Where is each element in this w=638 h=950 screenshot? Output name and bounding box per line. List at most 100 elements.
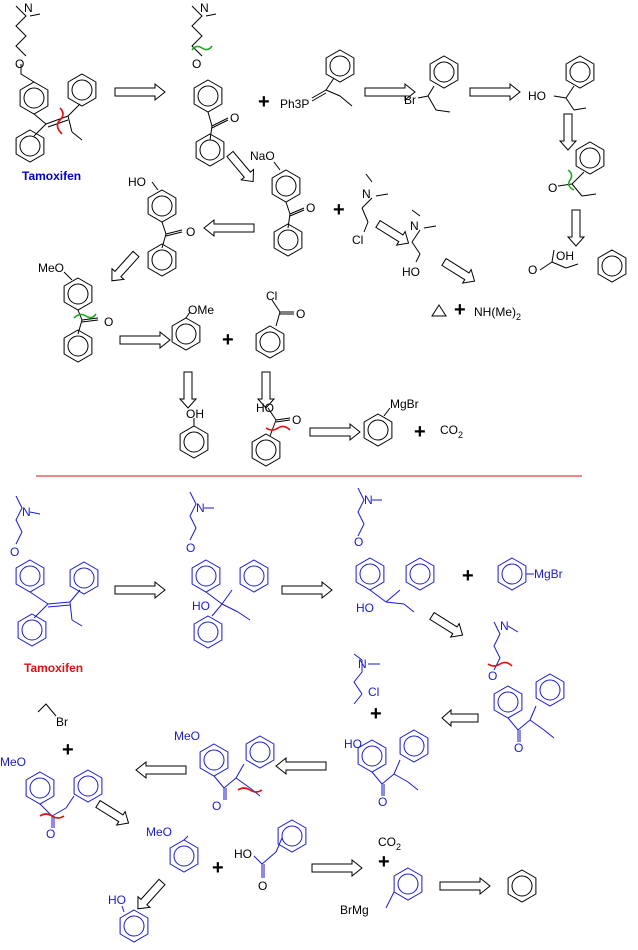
tamoxifen-structure-bottom: N O Tamoxifen bbox=[10, 495, 99, 675]
chloroethyl-dimethylamine-blue: N Cl bbox=[353, 653, 380, 705]
retro-arrow bbox=[559, 113, 577, 151]
mgbr-label: MgBr bbox=[390, 397, 419, 411]
retro-arrow bbox=[281, 581, 333, 599]
carbonyl-oxygen-label: O bbox=[186, 225, 195, 239]
hydroxyl-label: HO bbox=[356, 601, 374, 615]
hydroxybenzophenone: HO O bbox=[128, 175, 195, 277]
carbonyl-oxygen-label: O bbox=[306, 201, 315, 215]
hydroxyl-label: HO bbox=[108, 893, 126, 907]
naO-label: NaO bbox=[250, 149, 275, 163]
brmg-label: BrMg bbox=[340, 903, 369, 917]
nitrogen-label: N bbox=[364, 493, 373, 507]
methoxy-deoxybenzoin: MeO O bbox=[0, 755, 103, 841]
hydroxyl-label: HO bbox=[128, 175, 146, 189]
retro-arrow bbox=[135, 761, 187, 779]
nitrogen-label: N bbox=[22, 505, 31, 519]
retro-arrow bbox=[179, 371, 197, 409]
nitrogen-label: N bbox=[410, 219, 419, 233]
tamoxifen-title-top: Tamoxifen bbox=[22, 169, 81, 183]
retro-arrow bbox=[469, 83, 521, 101]
propiophenone: O bbox=[548, 141, 605, 197]
dimethylamine-label: NH(Me)2 bbox=[474, 305, 521, 322]
carbonyl-oxygen-label: O bbox=[528, 263, 537, 277]
nitrogen-label: N bbox=[358, 657, 367, 671]
methoxybenzophenone: MeO O bbox=[38, 261, 113, 363]
phenylmagnesium-bromide: MgBr bbox=[363, 397, 419, 447]
amino-ether-benzophenone: N O O bbox=[191, 1, 239, 167]
retro-arrow bbox=[119, 331, 171, 349]
retro-arrow bbox=[427, 608, 468, 643]
secondary-alcohol: HO bbox=[528, 55, 595, 111]
benzoic-acid: HO O bbox=[251, 401, 301, 467]
chloroethyl-dimethylamine: N Cl bbox=[352, 173, 389, 247]
retro-arrow bbox=[203, 219, 255, 237]
plus-sign: + bbox=[333, 199, 345, 221]
retro-arrow bbox=[275, 757, 327, 775]
aminoethanol: N HO bbox=[402, 209, 437, 279]
methoxy-label: MeO bbox=[146, 825, 172, 839]
nitrogen-label: N bbox=[24, 1, 33, 15]
plus-sign: + bbox=[212, 857, 224, 879]
ph3p-label: Ph3P bbox=[280, 97, 309, 111]
phenol-blue: HO bbox=[108, 893, 149, 943]
carbonyl-oxygen-label: O bbox=[292, 413, 301, 427]
carbonyl-oxygen-label: O bbox=[548, 181, 557, 195]
secondary-alcohol-blue: N O HO bbox=[354, 487, 435, 615]
anisole: OMe bbox=[171, 303, 214, 351]
plus-sign: + bbox=[222, 329, 234, 351]
bottom-scheme: N O Tamoxifen N O HO bbox=[0, 487, 565, 943]
oxygen-label: O bbox=[15, 57, 24, 71]
phosphorus-ylide: Ph3P bbox=[280, 49, 355, 111]
top-scheme: N O Tamoxifen N O O + bbox=[15, 1, 627, 467]
nitrogen-label: N bbox=[200, 1, 209, 15]
tamoxifen-title-bottom: Tamoxifen bbox=[24, 661, 83, 675]
carbon-dioxide-label: CO2 bbox=[440, 423, 463, 440]
tamoxifen-structure-top: N O Tamoxifen bbox=[15, 1, 97, 183]
mgbr-label: MgBr bbox=[534, 567, 563, 581]
carbonyl-oxygen-label: O bbox=[230, 111, 239, 125]
carbonyl-oxygen-label: O bbox=[258, 879, 267, 893]
plus-sign: + bbox=[378, 851, 390, 873]
bromine-label: Br bbox=[404, 93, 416, 107]
methoxy-label: MeO bbox=[174, 729, 200, 743]
methoxyphenyl-ketone: MeO O bbox=[174, 729, 275, 813]
oxygen-label: O bbox=[488, 669, 497, 683]
ethylene-oxide bbox=[431, 304, 447, 317]
benzene-bottom bbox=[507, 869, 537, 903]
retro-arrow bbox=[439, 877, 491, 895]
retro-arrow bbox=[131, 876, 169, 915]
amino-ether-ketone: N O O bbox=[487, 619, 565, 755]
sodium-phenoxide-benzophenone: NaO O bbox=[250, 149, 315, 257]
carbonyl-oxygen-label: O bbox=[46, 827, 55, 841]
ethyl-bromide: Br bbox=[37, 703, 68, 729]
plus-sign: + bbox=[462, 565, 474, 587]
phenylacetic-acid: HO O bbox=[234, 819, 307, 893]
retro-arrow bbox=[114, 581, 166, 599]
retro-arrow bbox=[309, 423, 361, 441]
anisole-blue: MeO bbox=[146, 825, 199, 873]
benzene bbox=[597, 249, 627, 283]
oxygen-label: O bbox=[10, 545, 19, 559]
plus-sign: + bbox=[62, 739, 74, 761]
hydroxyl-label: HO bbox=[402, 265, 420, 279]
retro-arrow bbox=[373, 216, 414, 251]
oxygen-label: O bbox=[354, 535, 363, 549]
retro-arrow bbox=[311, 859, 363, 877]
chlorine-label: Cl bbox=[266, 289, 277, 303]
plus-sign: + bbox=[258, 91, 270, 113]
retro-arrow bbox=[567, 209, 585, 247]
carbon-dioxide-label: CO2 bbox=[378, 835, 401, 852]
hydroxyphenyl-ketone: HO O bbox=[344, 729, 429, 809]
retro-arrow bbox=[105, 248, 143, 287]
hydroxyl-label: HO bbox=[344, 737, 362, 751]
hydroxyl-label: HO bbox=[234, 847, 252, 861]
methoxy-label: OMe bbox=[188, 303, 214, 317]
oxygen-label: O bbox=[192, 57, 201, 71]
alkyl-bromide: Br bbox=[404, 55, 459, 113]
oxygen-label: O bbox=[186, 541, 195, 555]
nitrogen-label: N bbox=[362, 187, 371, 201]
chlorine-label: Cl bbox=[352, 233, 363, 247]
phenol: OH bbox=[179, 407, 209, 459]
hydroxyl-label: HO bbox=[256, 401, 274, 415]
